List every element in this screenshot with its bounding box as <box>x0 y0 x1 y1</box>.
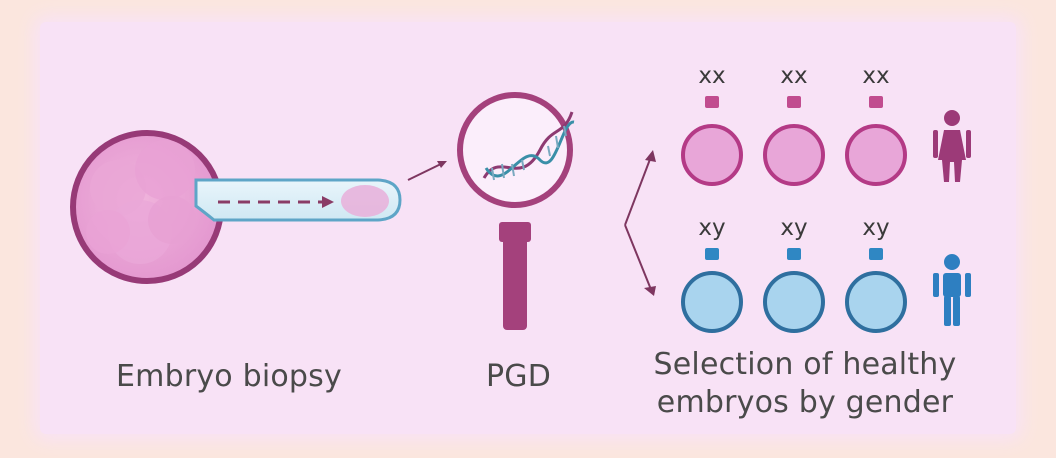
caption-pgd: PGD <box>486 359 552 394</box>
caption-selection: Selection of healthy embryos by gender <box>640 346 970 422</box>
chromosome-label-male: xy <box>862 215 890 241</box>
male-person-icon <box>933 254 971 326</box>
chromosome-label-male: xy <box>780 215 808 241</box>
caption-selection-line2: embryos by gender <box>656 385 954 420</box>
arrow-to-pgd <box>407 161 447 181</box>
chromosome-label-female: xx <box>698 63 726 89</box>
female-embryos <box>681 96 907 186</box>
pipette <box>194 178 402 222</box>
embryo-male-2 <box>763 248 825 333</box>
caption-selection-line1: Selection of healthy <box>653 347 957 382</box>
magnifying-glass-icon <box>457 92 573 330</box>
chromosome-label-female: xx <box>780 63 808 89</box>
embryo-female-1 <box>681 96 743 186</box>
branch-arrows <box>624 150 656 296</box>
embryo-female-3 <box>845 96 907 186</box>
embryo-female-2 <box>763 96 825 186</box>
chromosome-label-male: xy <box>698 215 726 241</box>
embryo-male-3 <box>845 248 907 333</box>
embryo-male-1 <box>681 248 743 333</box>
caption-embryo-biopsy: Embryo biopsy <box>116 359 342 394</box>
male-embryos <box>681 248 907 333</box>
dna-helix-icon <box>482 111 575 181</box>
chromosome-label-female: xx <box>862 63 890 89</box>
female-person-icon <box>933 110 971 182</box>
